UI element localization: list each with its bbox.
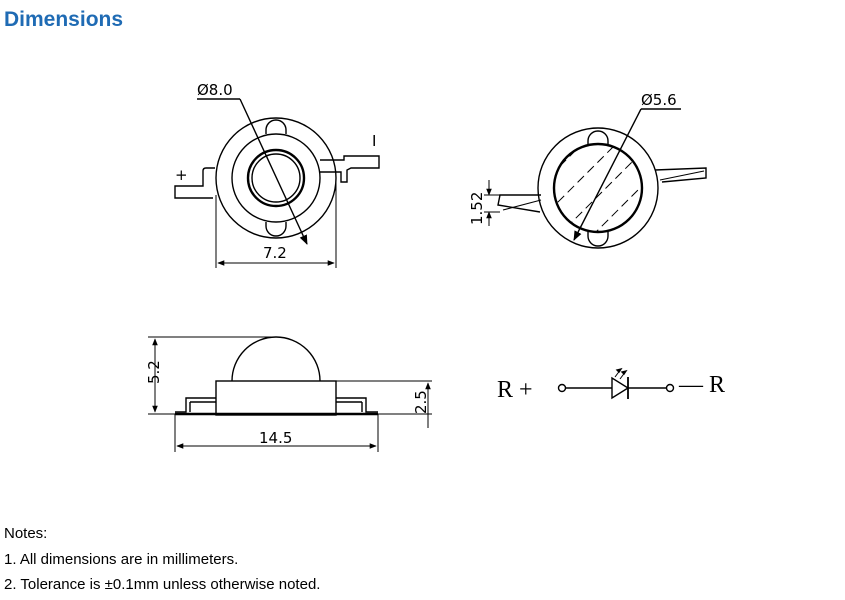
symbol-right-label: — R [678, 372, 725, 398]
note-item: 2. Tolerance is ±0.1mm unless otherwise … [4, 576, 321, 593]
bottom-view-tab-bottom [587, 230, 609, 247]
side-view-base-height-label: 2.5 [412, 390, 430, 414]
side-view-right-lead [336, 397, 378, 413]
bottom-view [484, 108, 707, 249]
bottom-view-left-lead [497, 194, 541, 213]
circuit-symbol: R + — R [497, 367, 725, 403]
symbol-left-label: R + [497, 377, 533, 403]
note-item: 1. All dimensions are in millimeters. [4, 550, 239, 568]
bottom-view-diameter-leader [573, 108, 642, 241]
side-view-height-label: 5.2 [145, 360, 163, 384]
side-view-body [215, 380, 337, 416]
led-diode-icon [557, 367, 675, 400]
side-view-length-label: 14.5 [259, 429, 292, 447]
top-view-diameter-label: Ø8.0 [197, 81, 233, 99]
top-view-tab-top [265, 119, 287, 134]
side-view-dome [231, 336, 321, 382]
side-view-left-lead [175, 397, 216, 413]
top-view-left-lead [174, 167, 215, 199]
top-view-width-label: 7.2 [263, 244, 287, 262]
bottom-view-diameter-label: Ø5.6 [641, 91, 677, 109]
lead-thickness-label: 1.52 [468, 192, 486, 225]
page-title: Dimensions [4, 8, 124, 31]
top-view-tab-bottom [265, 222, 287, 237]
top-view-inner-ring [231, 133, 321, 223]
top-view-outer-body [215, 117, 337, 239]
top-view-diameter-leader [239, 98, 308, 245]
top-view-right-lead [320, 155, 380, 183]
notes-title: Notes: [4, 525, 48, 542]
side-view [148, 336, 432, 452]
top-view [174, 98, 380, 268]
plus-terminal-label: + [175, 166, 188, 184]
notes-section: Notes: 1. All dimensions are in millimet… [4, 521, 320, 598]
minus-terminal-label: I [372, 132, 376, 150]
bottom-view-outer-body [537, 127, 659, 249]
bottom-view-tab-top [587, 130, 609, 146]
bottom-view-lens [552, 142, 644, 234]
top-view-lens [246, 148, 306, 208]
bottom-view-right-lead [654, 167, 707, 183]
